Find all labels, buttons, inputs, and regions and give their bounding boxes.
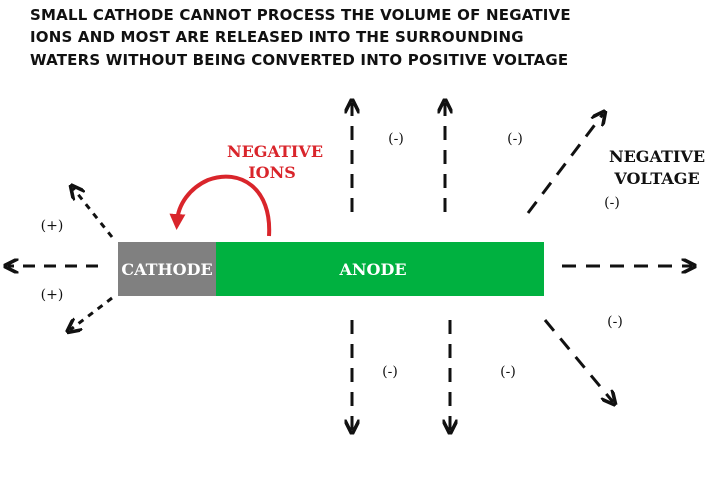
minus-sign-top-2: (-) — [507, 131, 523, 147]
arrow-lower-right — [543, 319, 613, 402]
minus-sign-top-1: (-) — [388, 131, 404, 147]
arrow-upper-right — [526, 114, 603, 214]
anode-block — [216, 242, 544, 296]
cathode-block — [118, 242, 216, 296]
negative-voltage-label-line1: NEGATIVE — [609, 147, 705, 166]
negative-ions-label-line2: IONS — [248, 163, 296, 182]
negative-voltage-label-line2: VOLTAGE — [613, 169, 699, 188]
caption-line-1: SMALL CATHODE CANNOT PROCESS THE VOLUME … — [30, 6, 571, 24]
minus-sign-bottom-2: (-) — [500, 364, 516, 380]
negative-ions-arrow — [169, 174, 272, 237]
caption-line-2: IONS AND MOST ARE RELEASED INTO THE SURR… — [30, 28, 524, 46]
negative-ions-label-line1: NEGATIVE — [227, 142, 323, 161]
caption-line-3: WATERS WITHOUT BEING CONVERTED INTO POSI… — [30, 51, 569, 69]
minus-sign-lower-right: (-) — [607, 314, 623, 330]
cathode-label: CATHODE — [121, 260, 212, 279]
arrow-upper-left — [73, 188, 114, 238]
minus-sign-bottom-1: (-) — [382, 364, 398, 380]
anode-label: ANODE — [338, 260, 406, 279]
plus-sign-top: (+) — [41, 218, 64, 234]
arrow-lower-left — [70, 296, 113, 330]
plus-sign-bottom: (+) — [41, 287, 64, 303]
minus-sign-negative-voltage: (-) — [604, 195, 620, 211]
